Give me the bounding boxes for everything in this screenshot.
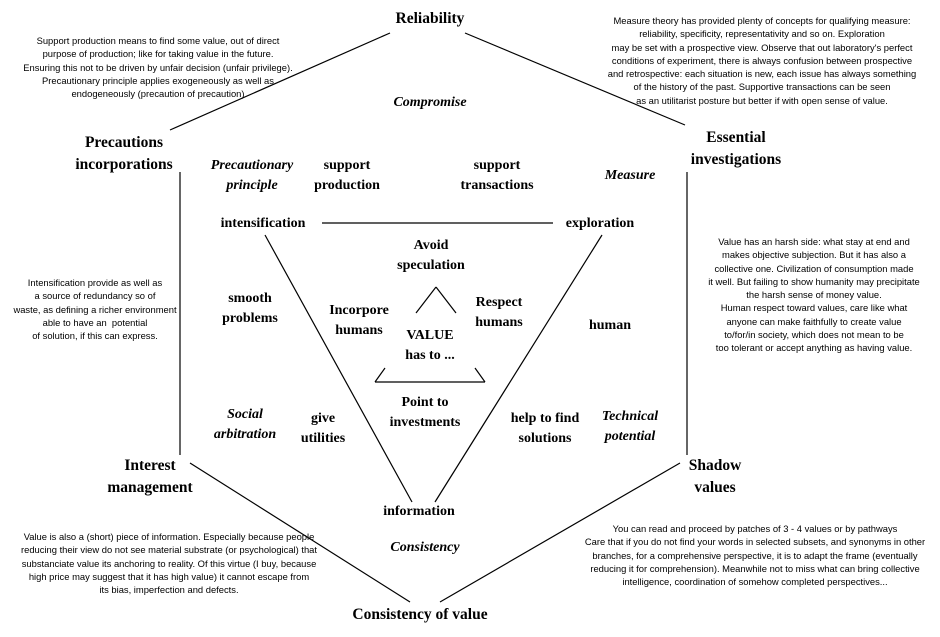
label-help-to-find-solutions: help to find solutions bbox=[510, 411, 580, 446]
note-top-right: Measure theory has provided plenty of co… bbox=[607, 15, 917, 106]
note-middle-right: Value has an harsh side: what stay at en… bbox=[708, 236, 920, 354]
label-consistency: Consistency bbox=[390, 540, 460, 555]
label-compromise: Compromise bbox=[393, 95, 467, 110]
label-social-arbitration: Social arbitration bbox=[213, 407, 277, 442]
vertex-consistency-of-value: Consistency of value bbox=[352, 606, 488, 623]
vertex-reliability: Reliability bbox=[395, 10, 465, 27]
label-intensification: intensification bbox=[220, 216, 306, 231]
vertex-essential-investigations: Essential investigations bbox=[690, 129, 782, 168]
triangle-edge bbox=[264, 234, 413, 503]
vertex-precautions-incorporations: Precautions incorporations bbox=[75, 134, 173, 173]
vertex-shadow-values: Shadow values bbox=[688, 457, 742, 496]
label-incorpore-humans: Incorpore humans bbox=[329, 303, 389, 338]
small-triangle-edge bbox=[474, 367, 486, 383]
label-respect-humans: Respect humans bbox=[475, 295, 523, 330]
label-avoid-speculation: Avoid speculation bbox=[397, 238, 465, 273]
small-triangle-edge bbox=[415, 286, 437, 314]
note-bottom-left: Value is also a (short) piece of informa… bbox=[21, 531, 317, 596]
label-technical-potential: Technical potential bbox=[601, 409, 659, 444]
label-precautionary-principle: Precautionary principle bbox=[210, 158, 294, 193]
label-value-has-to: VALUE has to ... bbox=[405, 328, 455, 363]
triangle-edge bbox=[434, 234, 603, 503]
label-support-transactions: support transactions bbox=[460, 158, 534, 193]
hexagon-edge bbox=[189, 462, 411, 603]
label-support-production: support production bbox=[314, 158, 380, 193]
hexagon-edge bbox=[439, 462, 681, 603]
note-top-left: Support production means to find some va… bbox=[23, 35, 293, 100]
hexagon-edge bbox=[464, 32, 686, 126]
note-bottom-right: You can read and proceed by patches of 3… bbox=[584, 523, 926, 588]
label-measure: Measure bbox=[604, 168, 656, 183]
label-exploration: exploration bbox=[565, 216, 635, 231]
label-give-utilities: give utilities bbox=[300, 411, 346, 446]
vertex-interest-management: Interest management bbox=[107, 457, 193, 496]
label-human: human bbox=[588, 318, 632, 333]
label-point-to-investments: Point to investments bbox=[389, 395, 461, 430]
small-triangle-edge bbox=[435, 286, 457, 314]
hexagon-edge bbox=[169, 32, 391, 131]
label-smooth-problems: smooth problems bbox=[222, 291, 278, 326]
note-middle-left: Intensification provide as well as a sou… bbox=[13, 277, 177, 342]
small-triangle-edge bbox=[374, 367, 386, 383]
label-information: information bbox=[383, 504, 455, 519]
